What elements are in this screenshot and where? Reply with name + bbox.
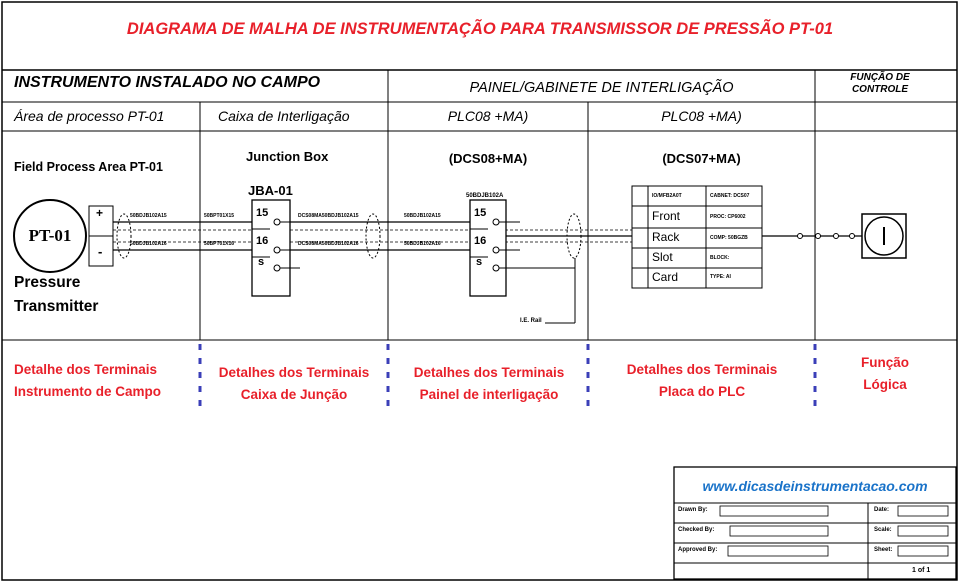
panel-terminal-16: 16 bbox=[474, 235, 487, 247]
header-panel: PAINEL/GABINETE DE INTERLIGAÇÃO bbox=[469, 80, 734, 96]
junction-box-tag: JBA-01 bbox=[248, 183, 293, 198]
wire-label: 50BPT01X15 bbox=[204, 213, 235, 219]
plc-row-card: Card bbox=[652, 270, 679, 284]
detail-logic-line-2: Lógica bbox=[863, 377, 907, 392]
checked-by-label: Checked By: bbox=[678, 527, 715, 533]
panel-terminal-15: 15 bbox=[474, 207, 487, 219]
plc-row-rack: Rack bbox=[652, 230, 680, 244]
jb-terminal-shield: s bbox=[258, 256, 265, 268]
panel-terminal-shield: s bbox=[476, 256, 483, 268]
detail-plc: Detalhes dos Terminais Placa do PLC bbox=[592, 359, 812, 403]
detail-plc-line-1: Detalhes dos Terminais bbox=[626, 362, 778, 377]
column-plc-2: PLC08 +MA) bbox=[661, 108, 742, 124]
sheet-value: 1 of 1 bbox=[912, 567, 931, 574]
detail-logic: Função Lógica bbox=[820, 352, 950, 396]
wire-label: 50BPT01X16 bbox=[204, 241, 235, 247]
column-process-area: Área de processo PT-01 bbox=[14, 108, 165, 124]
approved-by-label: Approved By: bbox=[678, 547, 718, 553]
plc-info: BLOCK: bbox=[710, 255, 730, 261]
sheet-label: Sheet: bbox=[874, 547, 893, 553]
plc-info: CABNET: DCS07 bbox=[710, 193, 750, 199]
diagram-title: DIAGRAMA DE MALHA DE INSTRUMENTAÇÃO PARA… bbox=[126, 20, 834, 38]
plc-io-tag: IO/MFB2A0T bbox=[652, 193, 682, 199]
plc-info: TYPE: AI bbox=[710, 274, 731, 280]
terminal-minus: - bbox=[98, 244, 103, 259]
detail-panel-line-1: Detalhes dos Terminais bbox=[413, 365, 565, 380]
detail-logic-line-1: Função bbox=[860, 355, 909, 370]
website-link[interactable]: www.dicasdeinstrumentacao.com bbox=[702, 478, 928, 494]
rail-label: I.E. Rail bbox=[520, 318, 542, 324]
instrument-name-1: Pressure bbox=[14, 274, 81, 291]
detail-panel-line-2: Painel de interligação bbox=[419, 387, 559, 402]
junction-box-label: Junction Box bbox=[246, 149, 329, 164]
panel-strip-tag: 50BDJB102A bbox=[466, 193, 504, 199]
wire-label: 50BDJB102A15 bbox=[130, 213, 167, 219]
plc-row-front: Front bbox=[652, 209, 681, 223]
panel-label: (DCS08+MA) bbox=[448, 151, 528, 166]
wire-label: 50BDJB102A16 bbox=[404, 241, 441, 247]
field-area-label: Field Process Area PT-01 bbox=[14, 160, 163, 174]
detail-junction-line-2: Caixa de Junção bbox=[240, 387, 348, 402]
scale-label: Scale: bbox=[874, 527, 892, 533]
date-label: Date: bbox=[874, 507, 890, 513]
wire-label: DCS08MA50BDJB102A15 bbox=[298, 213, 359, 219]
column-junction: Caixa de Interligação bbox=[218, 108, 350, 124]
wire-label: DCS08MA50BDJB102A16 bbox=[298, 241, 359, 247]
plc-info: PROC: CP6002 bbox=[710, 214, 746, 220]
drawn-by-label: Drawn By: bbox=[678, 507, 708, 513]
detail-junction: Detalhes dos Terminais Caixa de Junção bbox=[204, 362, 384, 406]
detail-field: Detalhe dos Terminais Instrumento de Cam… bbox=[14, 359, 198, 403]
wire-label: 50BDJB102A15 bbox=[404, 213, 441, 219]
wire-label: 50BDJB102A16 bbox=[130, 241, 167, 247]
header-field-instrument: INSTRUMENTO INSTALADO NO CAMPO bbox=[14, 74, 321, 91]
detail-field-line-1: Detalhe dos Terminais bbox=[14, 362, 158, 377]
plc-info: COMP: 50BGZB bbox=[710, 235, 748, 241]
header-control-function: FUNÇÃO DE CONTROLE bbox=[850, 72, 910, 95]
detail-plc-line-2: Placa do PLC bbox=[658, 384, 746, 399]
instrument-tag: PT-01 bbox=[28, 226, 72, 245]
detail-panel: Detalhes dos Terminais Painel de interli… bbox=[392, 362, 586, 406]
terminal-plus: + bbox=[96, 206, 104, 220]
instrument-name-2: Transmitter bbox=[14, 298, 99, 315]
detail-junction-line-1: Detalhes dos Terminais bbox=[218, 365, 370, 380]
detail-field-line-2: Instrumento de Campo bbox=[14, 384, 162, 399]
jb-terminal-16: 16 bbox=[256, 235, 269, 247]
jb-terminal-15: 15 bbox=[256, 207, 269, 219]
plc-row-slot: Slot bbox=[652, 250, 673, 264]
plc-card-label: (DCS07+MA) bbox=[662, 151, 741, 166]
column-plc-1: PLC08 +MA) bbox=[447, 108, 529, 124]
